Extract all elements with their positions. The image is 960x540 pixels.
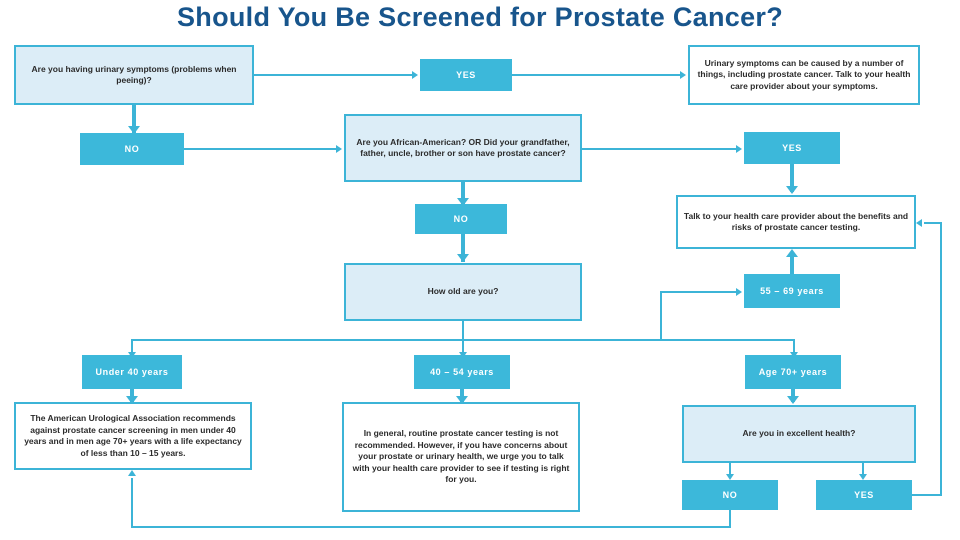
connector-yeshealth-right <box>912 494 942 496</box>
node-question-urinary-symptoms[interactable]: Are you having urinary symptoms (problem… <box>14 45 254 105</box>
node-label: Urinary symptoms can be caused by a numb… <box>697 57 911 91</box>
node-age-under-40[interactable]: Under 40 years <box>82 355 182 389</box>
arrow-right-icon <box>412 71 418 79</box>
arrow-right-icon <box>336 145 342 153</box>
node-yes-health[interactable]: YES <box>816 480 912 510</box>
connector-no-to-family <box>184 148 336 150</box>
arrow-down-icon <box>128 126 140 134</box>
connector-nohealth-left <box>131 526 731 528</box>
connector-no-to-age <box>461 234 465 262</box>
node-question-family-history[interactable]: Are you African-American? OR Did your gr… <box>344 114 582 182</box>
connector-yes-to-talk <box>790 164 794 192</box>
connector-age-down <box>462 321 464 340</box>
connector-5569-to-talk <box>790 253 794 275</box>
node-label: Are you in excellent health? <box>742 428 856 439</box>
node-question-age[interactable]: How old are you? <box>344 263 582 321</box>
connector-yeshealth-riser <box>940 222 942 494</box>
node-question-excellent-health[interactable]: Are you in excellent health? <box>682 405 916 463</box>
node-label: Age 70+ years <box>758 367 828 377</box>
node-label: YES <box>456 70 476 80</box>
node-label: NO <box>124 144 140 154</box>
arrow-down-icon <box>126 396 138 404</box>
arrow-right-icon <box>680 71 686 79</box>
node-yes-family[interactable]: YES <box>744 132 840 164</box>
node-result-aua-recommendation[interactable]: The American Urological Association reco… <box>14 402 252 470</box>
node-label: YES <box>782 143 802 153</box>
connector-family-to-yes <box>582 148 736 150</box>
arrow-down-icon <box>457 198 469 206</box>
node-label: 55 – 69 years <box>760 286 824 296</box>
arrow-right-icon <box>736 145 742 153</box>
node-label: How old are you? <box>427 286 499 297</box>
arrow-down-icon <box>457 254 469 262</box>
node-result-talk-provider[interactable]: Talk to your health care provider about … <box>676 195 916 249</box>
connector-70plus-to-health <box>791 389 795 402</box>
node-result-urinary-symptoms[interactable]: Urinary symptoms can be caused by a numb… <box>688 45 920 105</box>
connector-urinary-to-yes <box>254 74 412 76</box>
connector-health-to-no <box>729 463 731 477</box>
connector-under40-to-aua <box>130 389 134 402</box>
connector-yes-to-result <box>512 74 680 76</box>
connector-urinary-to-no <box>132 105 136 133</box>
arrow-left-icon <box>916 219 922 227</box>
node-no-urinary[interactable]: NO <box>80 133 184 165</box>
arrow-down-icon <box>456 396 468 404</box>
arrow-up-icon <box>128 470 136 476</box>
node-age-70-plus[interactable]: Age 70+ years <box>745 355 841 389</box>
node-label: Are you having urinary symptoms (problem… <box>31 63 237 86</box>
node-age-40-54[interactable]: 40 – 54 years <box>414 355 510 389</box>
node-no-family[interactable]: NO <box>415 204 507 234</box>
node-label: Under 40 years <box>95 367 169 377</box>
node-label: Are you African-American? OR Did your gr… <box>356 136 570 159</box>
arrow-up-icon <box>786 249 798 257</box>
connector-riser-to-5569 <box>660 291 736 293</box>
node-label: NO <box>453 214 469 224</box>
node-label: NO <box>722 490 738 500</box>
node-no-health[interactable]: NO <box>682 480 778 510</box>
connector-nohealth-down <box>729 510 731 528</box>
node-result-routine-testing[interactable]: In general, routine prostate cancer test… <box>342 402 580 512</box>
connector-yeshealth-to-talk <box>924 222 942 224</box>
arrow-down-icon <box>786 186 798 194</box>
connector-bus-riser-5569 <box>660 291 662 340</box>
connector-4054-to-routine <box>460 389 464 402</box>
node-label: In general, routine prostate cancer test… <box>352 428 570 485</box>
arrow-down-icon <box>859 474 867 480</box>
connector-bus-40-54 <box>462 339 464 355</box>
arrow-down-icon <box>787 396 799 404</box>
node-label: The American Urological Association reco… <box>24 413 242 458</box>
node-label: 40 – 54 years <box>430 367 494 377</box>
connector-health-to-yes <box>862 463 864 477</box>
node-label: Talk to your health care provider about … <box>683 210 909 233</box>
node-age-55-69[interactable]: 55 – 69 years <box>744 274 840 308</box>
node-label: YES <box>854 490 874 500</box>
arrow-right-icon <box>736 288 742 296</box>
page-title: Should You Be Screened for Prostate Canc… <box>176 2 784 32</box>
connector-nohealth-riser <box>131 478 133 526</box>
connector-family-to-no <box>461 182 465 204</box>
connector-bus-70plus <box>793 339 795 355</box>
node-yes-urinary[interactable]: YES <box>420 59 512 91</box>
connector-bus-under40 <box>131 339 133 355</box>
arrow-down-icon <box>726 474 734 480</box>
